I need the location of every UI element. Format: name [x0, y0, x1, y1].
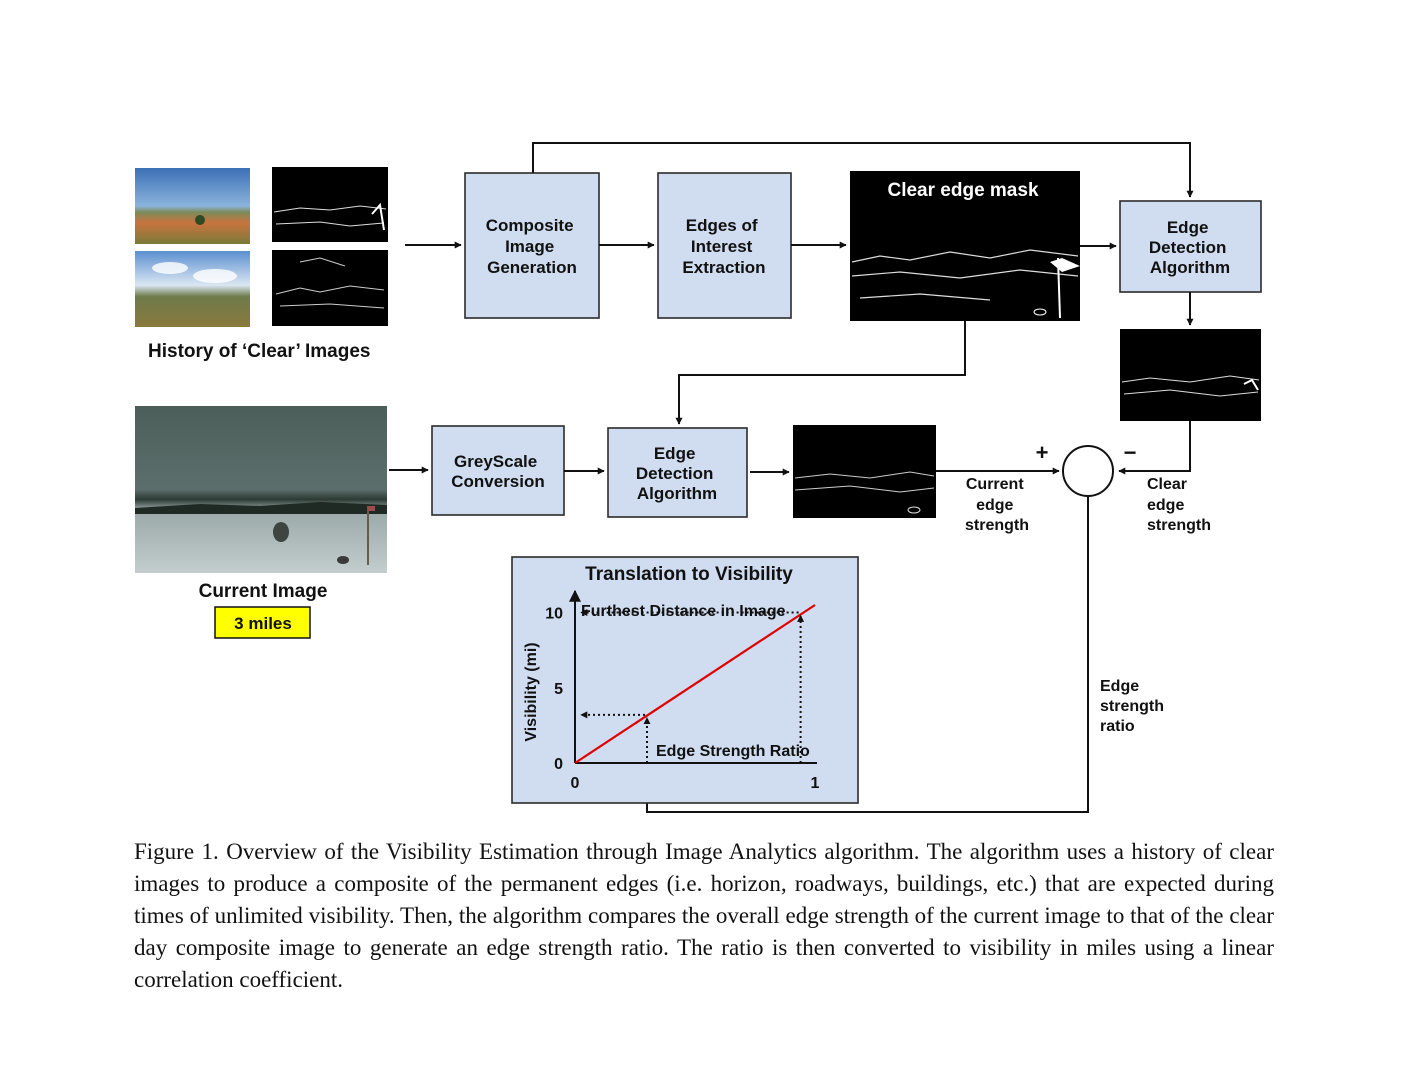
- composite-label: Composite Image Generation: [486, 216, 579, 277]
- chart-y-tick-1: 5: [554, 681, 563, 698]
- clear-edge-mask-title: Clear edge mask: [887, 180, 1038, 201]
- visibility-badge-value: 3 miles: [234, 614, 292, 633]
- plus-sign: +: [1036, 440, 1049, 465]
- edge-detection-top-label: Edge Detection Algorithm: [1149, 218, 1231, 277]
- ratio-junction: [1062, 445, 1114, 497]
- chart-x-tick-0: 0: [571, 775, 580, 792]
- chart-series-line-0: [574, 604, 816, 764]
- minus-sign: −: [1124, 440, 1137, 465]
- current-image: [135, 406, 387, 573]
- visibility-chart: Furthest Distance in Image Edge Strength…: [523, 589, 820, 792]
- arrow-mask-to-mid-edge-detection: [675, 321, 966, 425]
- edge-strength-ratio-label: Edge strength ratio: [1100, 678, 1168, 735]
- clear-edge-result-image: [1120, 329, 1261, 421]
- edges-interest-label: Edges of Interest Extraction: [682, 216, 765, 277]
- greyscale-label: GreyScale Conversion: [451, 452, 545, 491]
- chart-title: Translation to Visibility: [585, 564, 793, 585]
- history-image-grid: History of ‘Clear’ Images: [135, 167, 388, 362]
- arrow-composite-to-edge-detection: [532, 142, 1194, 198]
- chart-x-label: Edge Strength Ratio: [656, 743, 810, 760]
- chart-y-tick-0: 0: [554, 756, 563, 773]
- current-edge-image: [793, 425, 936, 518]
- edge-detection-top-box: [1119, 200, 1262, 293]
- clear-edge-strength-label: Clear edge strength: [1147, 476, 1211, 534]
- edge-detection-mid-box: [607, 427, 748, 518]
- translation-chart-panel: [511, 556, 859, 804]
- clear-photo-2: [135, 251, 250, 327]
- arrow-clear-edge-to-ratio: [1118, 421, 1191, 475]
- clear-photo-1: [135, 168, 250, 244]
- clear-edge-mask-image: Clear edge mask: [850, 171, 1080, 321]
- composite-image-generation-box: [464, 172, 600, 319]
- chart-x-tick-1: 1: [811, 775, 820, 792]
- chart-annotation: Furthest Distance in Image: [581, 603, 786, 620]
- visibility-badge: [214, 606, 311, 639]
- current-image-label: Current Image: [199, 581, 328, 602]
- greyscale-conversion-box: [431, 425, 565, 516]
- figure-caption: Figure 1. Overview of the Visibility Est…: [134, 839, 1274, 992]
- edge-detection-mid-label: Edge Detection Algorithm: [636, 444, 718, 503]
- chart-y-label: Visibility (mi): [523, 642, 540, 741]
- chart-y-tick-2: 10: [545, 606, 563, 623]
- edges-of-interest-box: [657, 172, 792, 319]
- clear-edge-image-1: [272, 167, 388, 242]
- history-label: History of ‘Clear’ Images: [148, 341, 370, 362]
- current-edge-strength-label: Current edge strength: [965, 476, 1029, 534]
